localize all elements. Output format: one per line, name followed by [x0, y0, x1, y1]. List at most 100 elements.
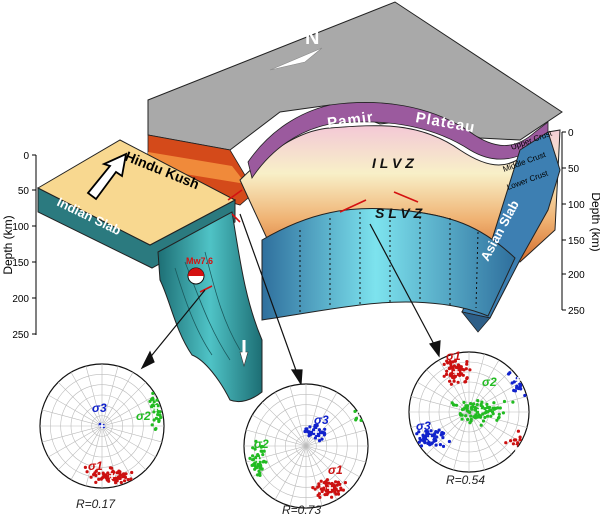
stress-arrows	[199, 189, 419, 293]
stereonet-point	[518, 438, 522, 442]
stereonet-point	[315, 423, 319, 428]
stereonet-point	[502, 399, 507, 404]
stereonet-point	[311, 486, 315, 490]
stereonet-point	[515, 386, 519, 390]
right-tick-50: 50	[568, 164, 580, 175]
stereonet-point	[158, 413, 162, 417]
stereonet-point	[336, 489, 340, 493]
stereonet-point	[417, 430, 421, 434]
stereonet-point	[457, 372, 461, 377]
stereonet-point	[519, 387, 523, 391]
left-tick-200: 200	[12, 294, 29, 305]
stereonet-point	[508, 371, 512, 375]
stereonet-point	[476, 414, 480, 418]
stereonet-point	[261, 453, 265, 457]
stereonet-point	[465, 408, 469, 413]
stereonet-point	[259, 464, 263, 468]
stereonet-point	[151, 403, 155, 407]
stereonet-point	[472, 402, 476, 406]
stereonet-point	[465, 360, 469, 364]
stereonet-point	[123, 475, 128, 479]
pamir-band	[247, 102, 549, 179]
stereonet-point	[449, 382, 453, 386]
stereonet-point	[359, 418, 363, 422]
stereonet-centroid-icon	[327, 485, 333, 491]
stereonet-point	[108, 466, 112, 470]
stereonet-point	[319, 487, 323, 491]
stereonet-point	[464, 414, 468, 418]
stereonet-point	[313, 436, 317, 440]
big-arrow-icon	[86, 152, 128, 201]
stereonet-point	[442, 362, 446, 366]
stereonet-point	[152, 410, 156, 414]
net3-sigma3: σ3	[416, 419, 431, 433]
stereonet-point	[259, 445, 263, 449]
stereonet-point	[250, 463, 254, 467]
eq-label: Mw7.6	[186, 256, 213, 266]
stereonet-point	[472, 415, 476, 419]
stereonet-point	[303, 429, 307, 434]
stereonet-point	[497, 412, 501, 416]
stereonet-point	[94, 469, 98, 473]
stereonet-point	[317, 434, 321, 438]
stereonet-point	[447, 366, 451, 371]
stereonet-point	[429, 429, 433, 433]
stereonet-point	[94, 473, 98, 478]
stereonet-point	[512, 438, 517, 442]
stereonet-centroid-icon	[515, 377, 521, 383]
stereonet-point	[157, 418, 161, 423]
right-depth-axis: 0 50 100 150 200 250 Depth (km)	[561, 128, 600, 317]
stereonet-point	[319, 431, 323, 435]
stereonet-point	[317, 439, 322, 443]
stereonet-point	[97, 477, 101, 481]
stereonet-point	[463, 380, 467, 384]
stereonet-point	[309, 430, 313, 434]
stereonet-point	[481, 419, 486, 423]
stereonet-point	[339, 486, 343, 490]
stereonet-point	[456, 363, 461, 367]
stereonet-point	[100, 476, 104, 480]
stereonet-point	[305, 427, 309, 431]
stereonet-point	[253, 447, 257, 451]
stereonet-point	[260, 467, 264, 471]
stereonet-centroid-icon	[313, 429, 319, 435]
stereonet-point	[154, 416, 158, 420]
stereonet-point	[468, 410, 472, 414]
stereonet-point	[512, 388, 516, 393]
stereonet-point	[422, 436, 426, 441]
stereonet-point	[113, 476, 117, 480]
north-label: N	[305, 27, 319, 49]
stereonet-point	[317, 482, 321, 486]
stereonet-point	[94, 480, 98, 484]
stereonet-point	[469, 402, 473, 406]
stereonet-centroid-icon	[427, 435, 433, 441]
left-tick-250: 250	[12, 330, 29, 341]
stereonet-point	[117, 469, 121, 473]
left-tick-50: 50	[18, 186, 30, 197]
stereonet-point	[469, 414, 473, 418]
stereonet-point	[415, 432, 419, 436]
stereonet-point	[341, 488, 345, 492]
stereonet-point	[105, 478, 109, 482]
net1-sigma1: σ1	[88, 459, 103, 473]
stereonet-point	[354, 416, 359, 420]
stereonet-point	[151, 391, 155, 395]
stereonet-point	[334, 492, 338, 496]
stereonet-point	[150, 423, 154, 427]
stereonet-point	[430, 433, 434, 437]
crust-back-left-2	[148, 152, 246, 184]
stereonet-point	[434, 443, 438, 447]
stereonet-point	[433, 437, 437, 441]
stereonets	[39, 351, 530, 509]
stereonet-point	[248, 456, 252, 460]
stereonet-point	[124, 472, 128, 476]
stereonet-point	[122, 472, 126, 476]
stereonet-point	[485, 405, 489, 410]
stereonet-point	[483, 415, 487, 420]
stereonet-point	[466, 417, 470, 422]
stereonet-point	[509, 439, 513, 443]
net1-ratio: R=0.17	[76, 497, 116, 511]
stereonet-point	[262, 449, 266, 453]
stereonet-point	[256, 453, 260, 457]
mantle-block	[261, 208, 516, 321]
